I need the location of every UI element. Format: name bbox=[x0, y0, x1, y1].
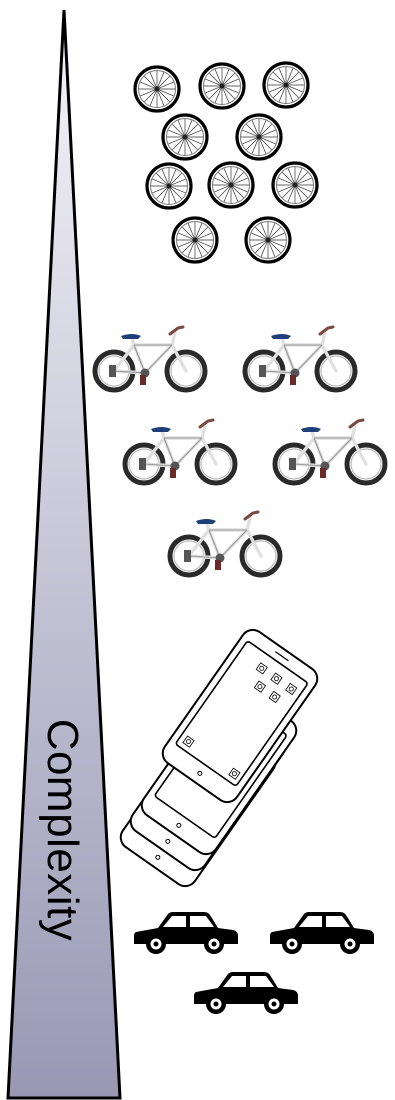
bicycle-icon bbox=[125, 420, 235, 483]
bicycle-wheel-icon bbox=[246, 218, 290, 262]
bicycle-wheel-icon bbox=[147, 164, 191, 208]
cars-group bbox=[134, 912, 374, 1014]
bicycle-wheel-icon bbox=[209, 163, 253, 207]
bicycle-icon bbox=[95, 327, 205, 390]
car-icon bbox=[134, 912, 238, 954]
car-icon bbox=[270, 912, 374, 954]
bicycle-wheel-icon bbox=[273, 163, 317, 207]
bicycle-wheel-icon bbox=[264, 63, 308, 107]
bicycle-icon bbox=[170, 512, 280, 575]
bicycle-wheel-icon bbox=[163, 115, 207, 159]
car-icon bbox=[194, 972, 298, 1014]
bicycle-icon bbox=[245, 327, 355, 390]
bicycles-group bbox=[95, 327, 385, 575]
bicycle-icon bbox=[275, 420, 385, 483]
bicycle-wheel-icon bbox=[135, 67, 179, 111]
bicycle-wheel-icon-highlight bbox=[237, 115, 281, 159]
bicycle-wheel-icon bbox=[173, 218, 217, 262]
axis-label-complexity: Complexity bbox=[37, 719, 87, 942]
bicycle-wheel-icon bbox=[200, 64, 244, 108]
wheels-group bbox=[135, 63, 317, 262]
smartphones-group bbox=[116, 625, 322, 891]
